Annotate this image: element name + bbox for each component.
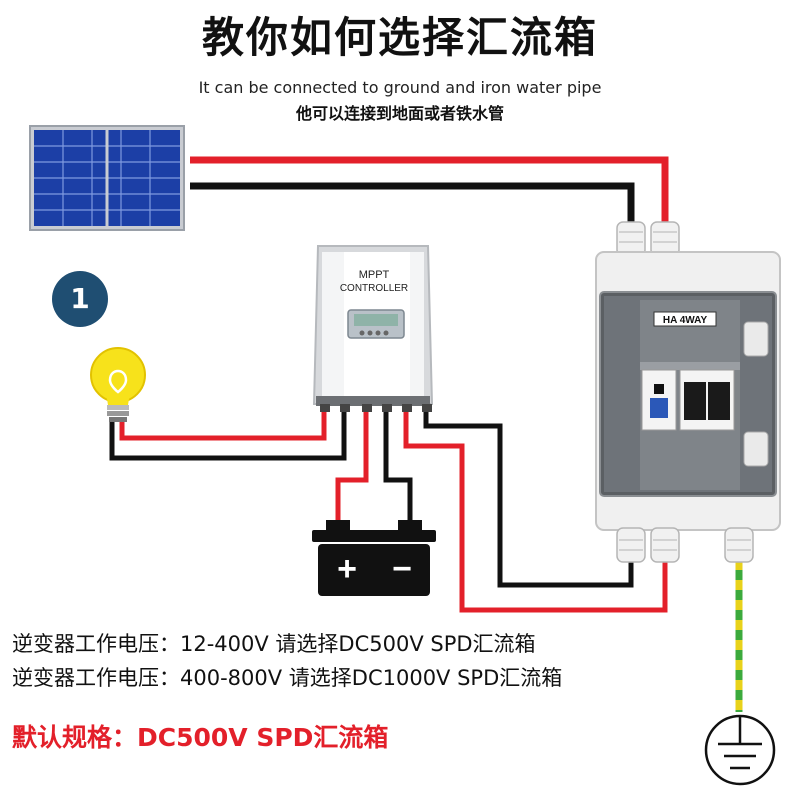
cable-gland-bottom-3 — [724, 527, 754, 563]
battery-icon: + − — [312, 520, 436, 596]
combiner-box: HA 4WAY — [595, 221, 781, 563]
wire-panel-positive — [190, 156, 669, 225]
wire-battery-red — [335, 404, 369, 522]
mppt-controller: MPPT CONTROLLER — [312, 245, 434, 412]
cable-gland-top-2 — [650, 221, 680, 257]
cable-gland-top-1 — [616, 221, 646, 257]
battery-minus: − — [392, 550, 412, 588]
combiner-box-label: HA 4WAY — [663, 315, 708, 326]
wire-output-black — [423, 404, 634, 588]
controller-label-line1: MPPT — [359, 269, 390, 281]
light-bulb-icon — [90, 347, 146, 422]
wire-panel-negative — [190, 182, 635, 225]
solar-panel-icon — [29, 125, 185, 231]
subtitle-english: It can be connected to ground and iron w… — [198, 78, 602, 97]
voltage-note-1: 逆变器工作电压：12-400V 请选择DC500V SPD汇流箱 — [12, 632, 536, 656]
wire-bulb-black — [109, 404, 347, 461]
subtitle-chinese: 他可以连接到地面或者铁水管 — [295, 104, 504, 123]
step-badge: 1 — [52, 271, 108, 327]
wire-battery-black — [383, 404, 413, 522]
voltage-note-2: 逆变器工作电压：400-800V 请选择DC1000V SPD汇流箱 — [12, 666, 563, 690]
battery-plus: + — [337, 550, 357, 588]
cable-gland-bottom-1 — [616, 527, 646, 563]
wire-output-red — [403, 404, 668, 613]
wire-bulb-red — [119, 404, 327, 441]
ground-symbol-icon — [704, 714, 776, 786]
cable-gland-bottom-2 — [650, 527, 680, 563]
page-title: 教你如何选择汇流箱 — [201, 13, 598, 62]
default-spec: 默认规格：DC500V SPD汇流箱 — [12, 723, 389, 752]
controller-label-line2: CONTROLLER — [340, 283, 408, 294]
